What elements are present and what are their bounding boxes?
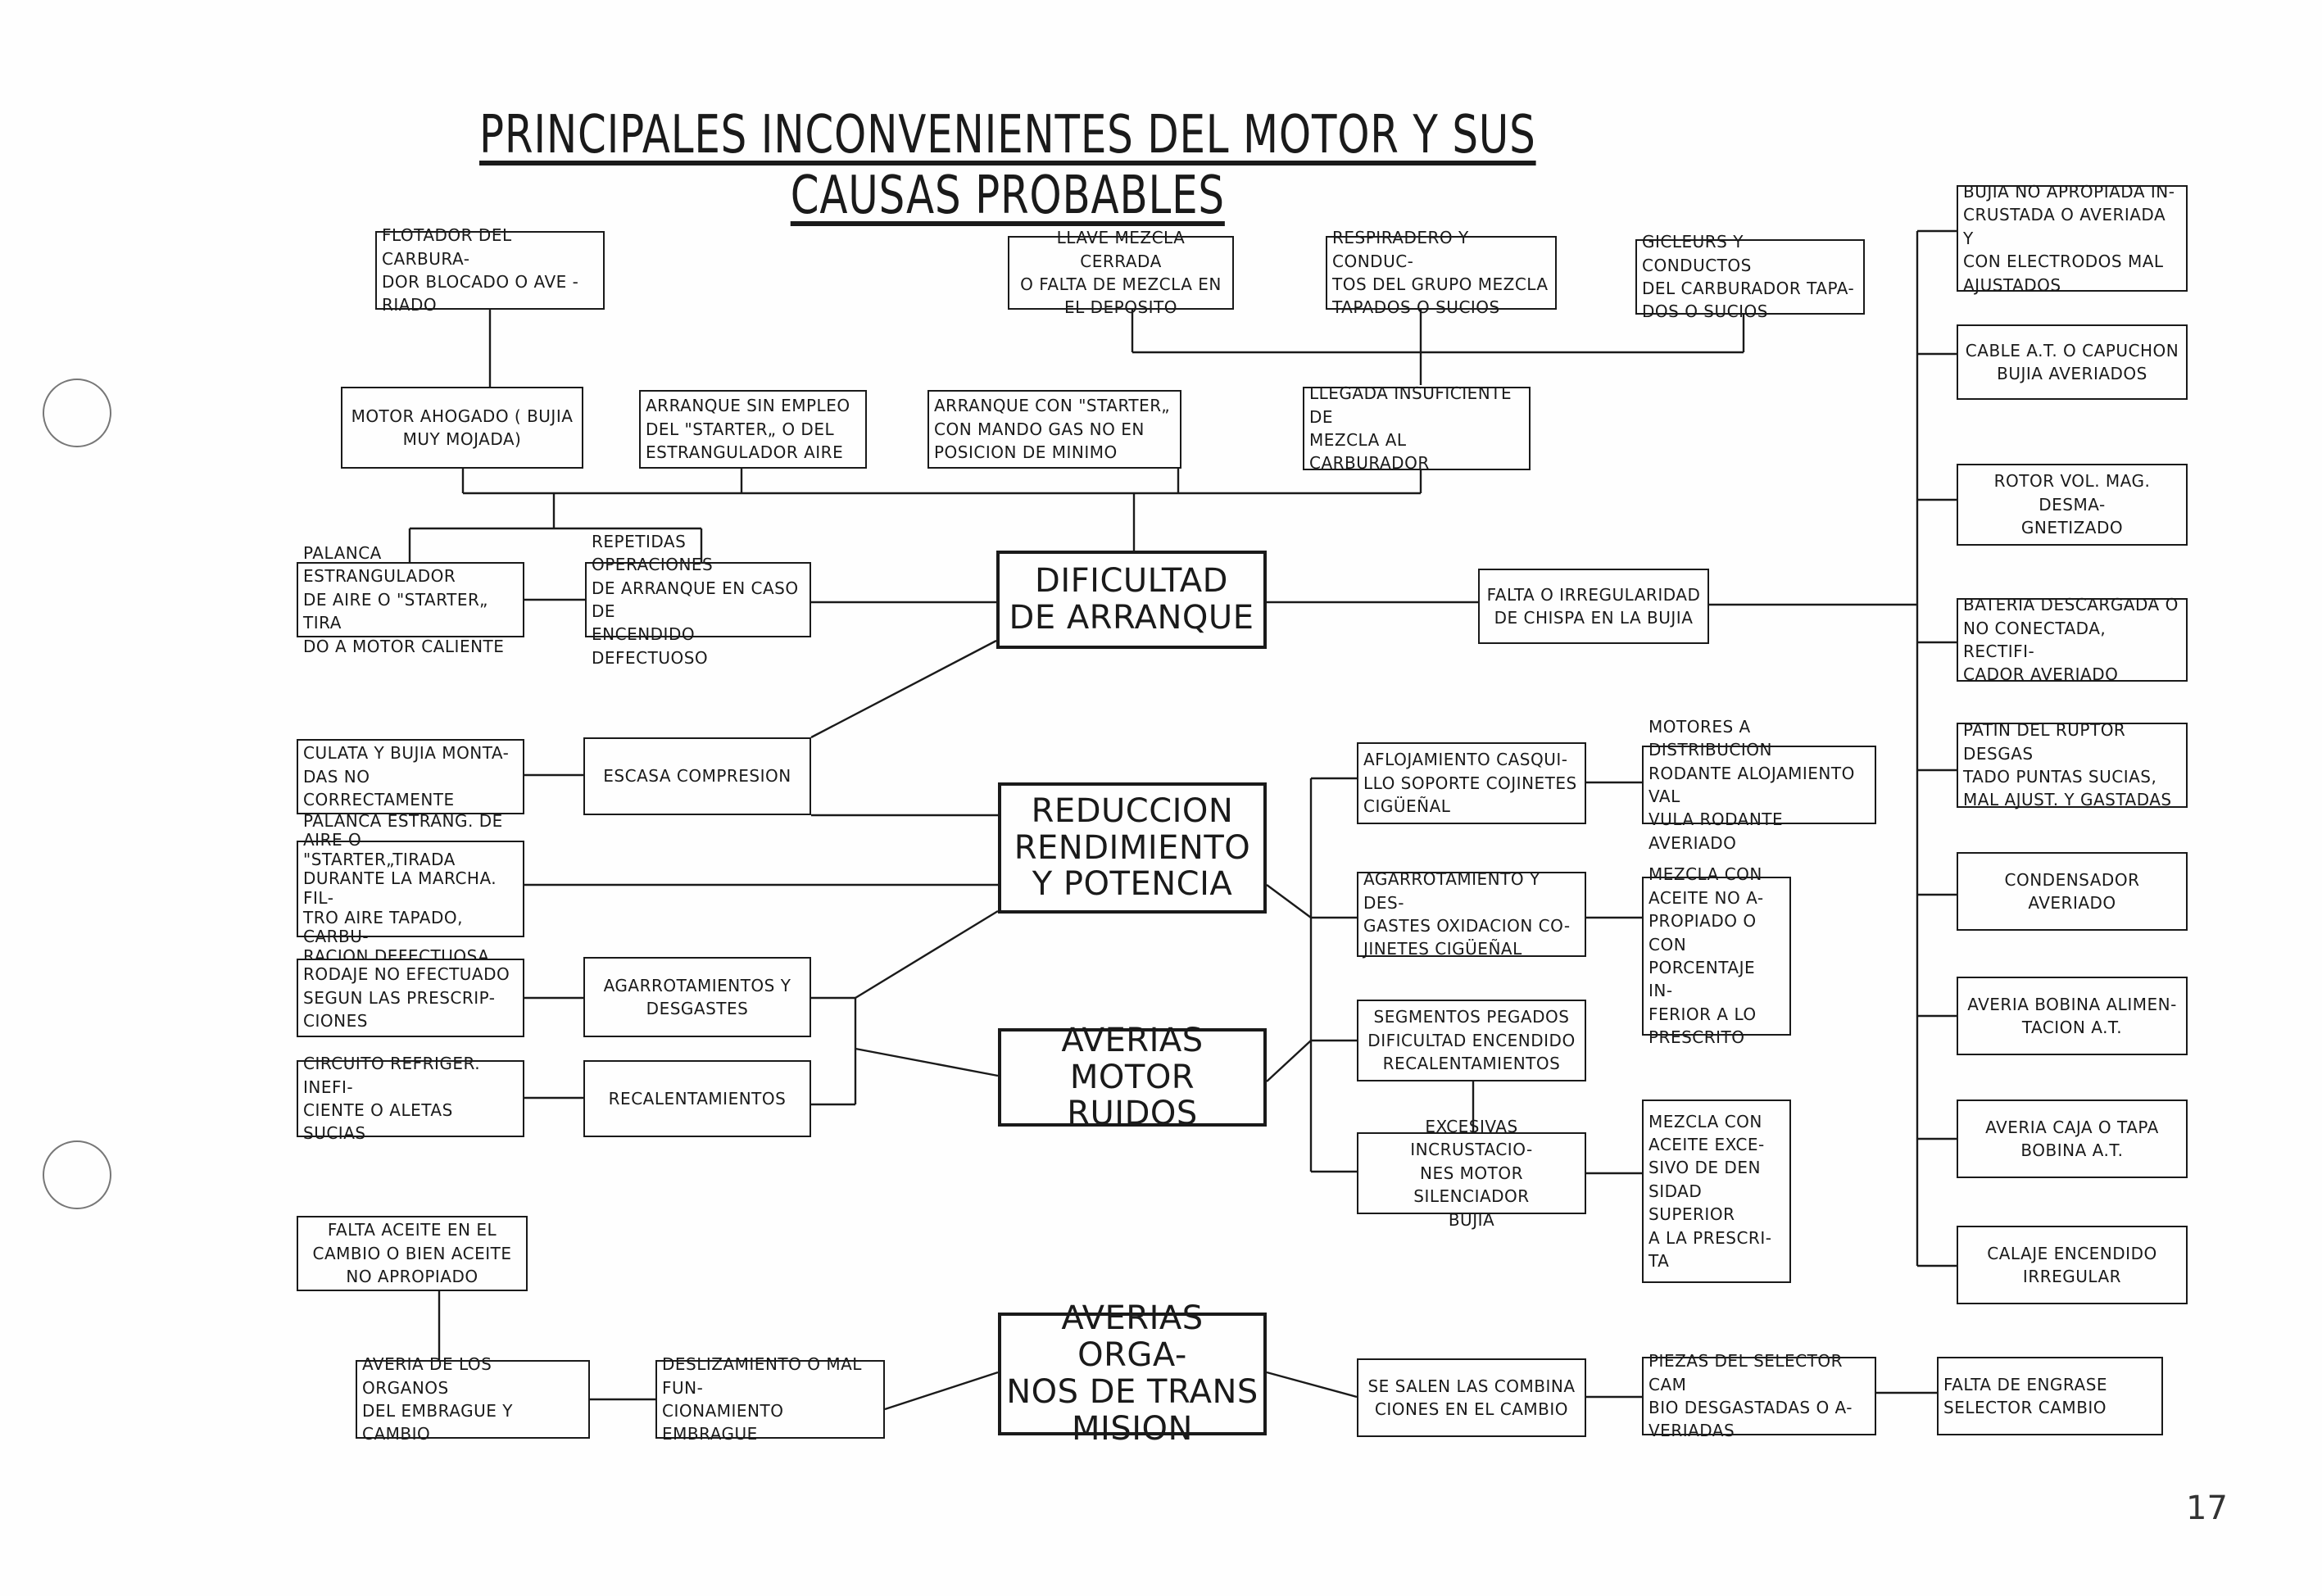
chispa-cause-patin-ruptor: PATIN DEL RUPTOR DESGAS TADO PUNTAS SUCI… [1957, 720, 2188, 809]
main-node-averias-motor-ruidos: AVERIAS MOTOR RUIDOS [998, 1022, 1267, 1132]
cause-palanca-estrangulador: PALANCA ESTRANGULADOR DE AIRE O "STARTER… [297, 543, 524, 656]
cause-mezcla-aceite-no-apropiado: MEZCLA CON ACEITE NO A- PROPIADO O CON P… [1642, 864, 1791, 1047]
cause-falta-aceite: FALTA ACEITE EN EL CAMBIO O BIEN ACEITE … [297, 1216, 528, 1291]
cause-deslizamiento: DESLIZAMIENTO O MAL FUN- CIONAMIENTO EMB… [655, 1354, 885, 1444]
cause-recalentamientos: RECALENTAMIENTOS [583, 1060, 811, 1137]
cause-llegada-insuficiente: LLEGADA INSUFICIENTE DE MEZCLA AL CARBUR… [1303, 383, 1531, 473]
chispa-cause-caja-bobina: AVERIA CAJA O TAPA BOBINA A.T. [1957, 1100, 2188, 1178]
cause-palanca-estrang: PALANCA ESTRANG. DE AIRE O "STARTER„TIRA… [297, 811, 524, 966]
cause-rodaje: RODAJE NO EFECTUADO SEGUN LAS PRESCRIP- … [297, 959, 524, 1037]
cause-falta-chispa: FALTA O IRREGULARIDAD DE CHISPA EN LA BU… [1478, 569, 1709, 644]
cause-culata: CULATA Y BUJIA MONTA- DAS NO CORRECTAMEN… [297, 739, 524, 814]
cause-se-salen: SE SALEN LAS COMBINA CIONES EN EL CAMBIO [1357, 1358, 1586, 1437]
cause-circuito-refriger: CIRCUITO REFRIGER. INEFI- CIENTE O ALETA… [297, 1054, 524, 1143]
cause-llave-mezcla: LLAVE MEZCLA CERRADA O FALTA DE MEZCLA E… [1008, 228, 1234, 317]
cause-escasa-compresion: ESCASA COMPRESION [583, 737, 811, 815]
page-title: PRINCIPALES INCONVENIENTES DEL MOTOR Y S… [479, 105, 1536, 226]
chispa-cause-bujia: BUJIA NO APROPIADA IN- CRUSTADA O AVERIA… [1957, 182, 2188, 295]
cause-segmentos: SEGMENTOS PEGADOS DIFICULTAD ENCENDIDO R… [1357, 1000, 1586, 1081]
cause-arranque-con-starter: ARRANQUE CON "STARTER„ CON MANDO GAS NO … [927, 390, 1181, 469]
chispa-cause-bobina-alimentacion: AVERIA BOBINA ALIMEN- TACION A.T. [1957, 977, 2188, 1055]
cause-mezcla-aceite-excesivo: MEZCLA CON ACEITE EXCE- SIVO DE DEN SIDA… [1642, 1100, 1791, 1283]
cause-respiradero: RESPIRADERO Y CONDUC- TOS DEL GRUPO MEZC… [1326, 228, 1557, 317]
cause-repetidas-operaciones: REPETIDAS OPERACIONES DE ARRANQUE EN CAS… [585, 532, 811, 668]
chispa-cause-bateria: BATERIA DESCARGADA O NO CONECTADA, RECTI… [1957, 595, 2188, 684]
page-number: 17 [2186, 1489, 2228, 1527]
cause-piezas-selector: PIEZAS DEL SELECTOR CAM BIO DESGASTADAS … [1642, 1351, 1876, 1440]
main-node-reduccion-rendimiento: REDUCCION RENDIMIENTO Y POTENCIA [998, 782, 1267, 914]
binder-hole-top [43, 379, 111, 447]
cause-aflojamiento: AFLOJAMIENTO CASQUI- LLO SOPORTE COJINET… [1357, 742, 1586, 824]
chispa-cause-condensador: CONDENSADOR AVERIADO [1957, 852, 2188, 931]
chispa-cause-rotor: ROTOR VOL. MAG. DESMA- GNETIZADO [1957, 464, 2188, 546]
cause-flotador: FLOTADOR DEL CARBURA- DOR BLOCADO O AVE … [375, 225, 605, 315]
cause-falta-engrase: FALTA DE ENGRASE SELECTOR CAMBIO [1937, 1357, 2163, 1435]
cause-excesivas: EXCESIVAS INCRUSTACIO- NES MOTOR SILENCI… [1357, 1117, 1586, 1230]
cause-agarrotamiento-desgastes: AGARROTAMIENTO Y DES- GASTES OXIDACION C… [1357, 869, 1586, 959]
cause-motor-ahogado: MOTOR AHOGADO ( BUJIA MUY MOJADA) [341, 387, 583, 469]
cause-motores-distribucion: MOTORES A DISTRIBUCION RODANTE ALOJAMIEN… [1642, 717, 1876, 853]
chispa-cause-cable: CABLE A.T. O CAPUCHON BUJIA AVERIADOS [1957, 324, 2188, 400]
cause-gicleurs: GICLEURS Y CONDUCTOS DEL CARBURADOR TAPA… [1635, 232, 1865, 321]
cause-arranque-sin-empleo: ARRANQUE SIN EMPLEO DEL "STARTER„ O DEL … [639, 390, 867, 469]
main-node-averias-transmision: AVERIAS ORGA- NOS DE TRANS MISION [998, 1300, 1267, 1447]
cause-averia-organos: AVERIA DE LOS ORGANOS DEL EMBRAGUE Y CAM… [356, 1354, 590, 1444]
main-node-dificultad-arranque: DIFICULTAD DE ARRANQUE [996, 551, 1267, 649]
binder-hole-bottom [43, 1140, 111, 1209]
chispa-cause-calaje: CALAJE ENCENDIDO IRREGULAR [1957, 1226, 2188, 1304]
cause-agarrotamientos: AGARROTAMIENTOS Y DESGASTES [583, 957, 811, 1037]
